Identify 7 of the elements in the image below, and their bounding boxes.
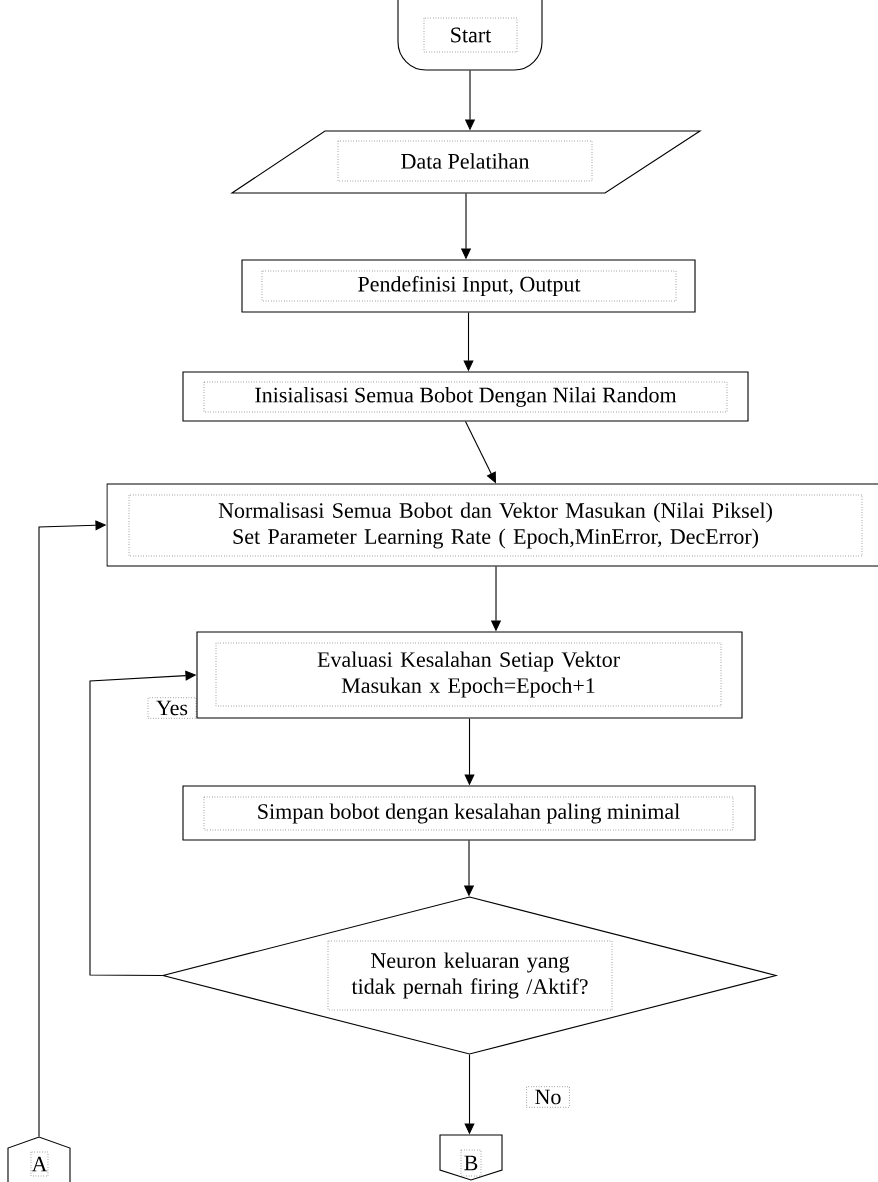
edge-label: Yes	[147, 697, 197, 719]
process-box: Simpan bobot dengan kesalahan paling minimal	[182, 785, 756, 841]
process-box: Pendefinisi Input, Output	[241, 259, 696, 313]
process-box: Inisialisasi Semua Bobot Dengan Nilai Random	[182, 371, 749, 422]
process-box: Normalisasi Semua Bobot dan Vektor Masukan (Nilai Piksel) Set Parameter Learning Rate ( Epoch,MinError, DecError)	[106, 483, 878, 567]
edge-label: No	[526, 1086, 570, 1108]
process-box: Evaluasi Kesalahan Setiap Vektor Masukan x Epoch=Epoch+1	[196, 631, 743, 719]
